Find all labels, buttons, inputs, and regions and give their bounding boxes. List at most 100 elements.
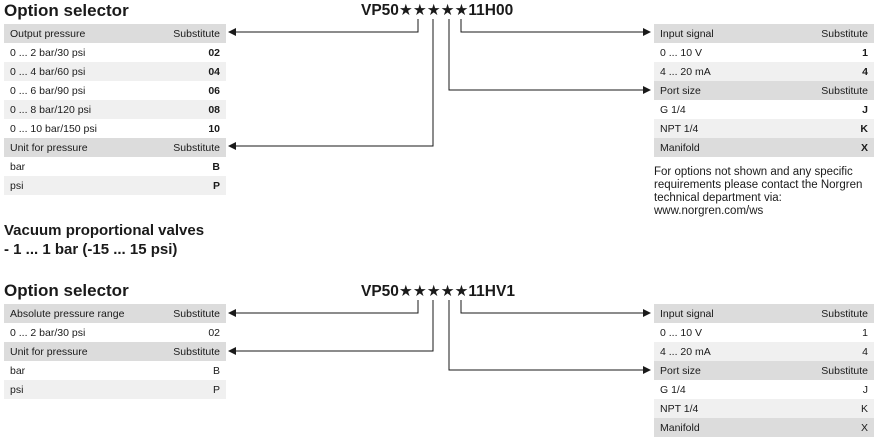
row-value: 04 — [208, 65, 220, 78]
header-label: Input signal — [660, 307, 714, 320]
header-label: Unit for pressure — [10, 141, 88, 154]
table-row: 0 ... 2 bar/30 psi 02 — [4, 43, 226, 62]
row-label: NPT 1/4 — [660, 402, 699, 415]
table-header: Input signal Substitute — [654, 304, 874, 323]
connector-unit-pressure-2 — [228, 300, 434, 355]
table-row: 0 ... 4 bar/60 psi 04 — [4, 62, 226, 81]
section1-heading: Option selector — [4, 1, 129, 20]
header-label: Absolute pressure range — [10, 307, 125, 320]
row-value: 1 — [862, 46, 868, 59]
connector-abs-pressure — [228, 300, 419, 317]
row-value: K — [860, 122, 868, 135]
table-row: Manifold X — [654, 138, 874, 157]
row-value: 06 — [208, 84, 220, 97]
table-row: psi P — [4, 176, 226, 195]
row-value: P — [212, 179, 220, 192]
header-label: Port size — [660, 364, 701, 377]
table-row: 0 ... 10 bar/150 psi 10 — [4, 119, 226, 138]
header-substitute: Substitute — [173, 307, 220, 320]
table-row: 0 ... 10 V 1 — [654, 43, 874, 62]
connector-input-signal-1 — [460, 19, 651, 36]
row-value: 10 — [208, 122, 220, 135]
row-value: J — [862, 103, 868, 116]
table-row: 0 ... 6 bar/90 psi 06 — [4, 81, 226, 100]
table-header: Input signal Substitute — [654, 24, 874, 43]
row-label: 0 ... 10 V — [660, 46, 703, 59]
header-substitute: Substitute — [173, 141, 220, 154]
table-header: Unit for pressure Substitute — [4, 342, 226, 361]
header-substitute: Substitute — [173, 345, 220, 358]
row-value: K — [860, 402, 868, 415]
row-label: G 1/4 — [660, 383, 686, 396]
header-label: Output pressure — [10, 27, 86, 40]
row-label: 0 ... 2 bar/30 psi — [10, 326, 86, 339]
header-label: Unit for pressure — [10, 345, 88, 358]
section2-heading: Option selector — [4, 281, 129, 300]
row-label: 4 ... 20 mA — [660, 345, 711, 358]
table-row: 0 ... 2 bar/30 psi 02 — [4, 323, 226, 342]
connector-unit-pressure-1 — [228, 19, 434, 150]
row-label: bar — [10, 364, 26, 377]
row-label: Manifold — [660, 141, 700, 154]
table-row: 4 ... 20 mA 4 — [654, 62, 874, 81]
header-substitute: Substitute — [173, 27, 220, 40]
table-row: 4 ... 20 mA 4 — [654, 342, 874, 361]
table-header: Absolute pressure range Substitute — [4, 304, 226, 323]
table-header: Output pressure Substitute — [4, 24, 226, 43]
connector-input-signal-2 — [460, 300, 651, 317]
row-label: psi — [10, 383, 24, 396]
header-label: Port size — [660, 84, 701, 97]
row-value: 1 — [862, 326, 868, 339]
connector-port-size-2 — [448, 300, 651, 374]
table-row: G 1/4 J — [654, 100, 874, 119]
abs-pressure-table: Absolute pressure range Substitute 0 ...… — [4, 304, 226, 399]
row-value: J — [862, 383, 868, 396]
contact-note: For options not shown and any specific r… — [654, 166, 863, 217]
table-header: Unit for pressure Substitute — [4, 138, 226, 157]
row-label: G 1/4 — [660, 103, 686, 116]
row-label: 0 ... 10 V — [660, 326, 703, 339]
section2-code: VP50★★★★★11HV1 — [361, 283, 515, 300]
header-substitute: Substitute — [821, 307, 868, 320]
row-value: B — [212, 364, 220, 377]
header-substitute: Substitute — [821, 364, 868, 377]
table-row: psi P — [4, 380, 226, 399]
row-value: P — [212, 383, 220, 396]
header-substitute: Substitute — [821, 27, 868, 40]
row-label: 0 ... 6 bar/90 psi — [10, 84, 86, 97]
row-value: X — [860, 421, 868, 434]
row-label: psi — [10, 179, 24, 192]
row-label: NPT 1/4 — [660, 122, 699, 135]
table-row: bar B — [4, 157, 226, 176]
row-label: 4 ... 20 mA — [660, 65, 711, 78]
row-label: 0 ... 2 bar/30 psi — [10, 46, 86, 59]
row-value: 08 — [208, 103, 220, 116]
table-row: Manifold X — [654, 418, 874, 437]
section1-code: VP50★★★★★11H00 — [361, 2, 514, 19]
header-substitute: Substitute — [821, 84, 868, 97]
connector-port-size-1 — [448, 19, 651, 94]
row-label: 0 ... 10 bar/150 psi — [10, 122, 97, 135]
table-row: 0 ... 8 bar/120 psi 08 — [4, 100, 226, 119]
table-row: NPT 1/4 K — [654, 119, 874, 138]
row-label: bar — [10, 160, 26, 173]
row-value: B — [212, 160, 220, 173]
connector-output-pressure — [228, 19, 419, 36]
table-header: Port size Substitute — [654, 361, 874, 380]
row-label: 0 ... 8 bar/120 psi — [10, 103, 92, 116]
header-label: Input signal — [660, 27, 714, 40]
row-value: 02 — [208, 326, 220, 339]
vacuum-title-line1: Vacuum proportional valves — [4, 222, 205, 239]
input-signal-port-table: Input signal Substitute 0 ... 10 V 1 4 .… — [654, 24, 874, 157]
row-label: Manifold — [660, 421, 700, 434]
row-value: X — [860, 141, 868, 154]
row-value: 02 — [208, 46, 220, 59]
table-row: bar B — [4, 361, 226, 380]
table-row: G 1/4 J — [654, 380, 874, 399]
row-value: 4 — [862, 65, 868, 78]
table-header: Port size Substitute — [654, 81, 874, 100]
row-value: 4 — [862, 345, 868, 358]
table-row: 0 ... 10 V 1 — [654, 323, 874, 342]
input-signal-port-table-2: Input signal Substitute 0 ... 10 V 1 4 .… — [654, 304, 874, 437]
